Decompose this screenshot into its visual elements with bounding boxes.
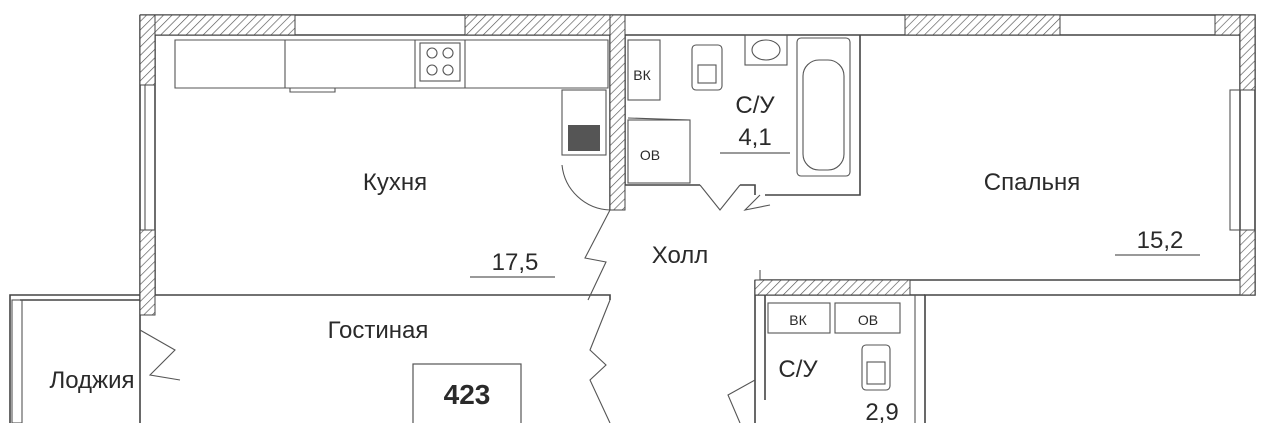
kitchen-furniture xyxy=(174,39,611,211)
hall-label: Холл xyxy=(652,242,709,269)
vk-shaft-label-2: ВК xyxy=(789,312,807,328)
bedroom-area: 15,2 xyxy=(1137,227,1184,254)
kitchen-label: Кухня xyxy=(363,169,427,196)
walls xyxy=(9,14,1256,423)
ov-shaft-label: ОВ xyxy=(640,147,660,163)
bedroom-label: Спальня xyxy=(984,169,1080,196)
sink-icon xyxy=(744,34,788,66)
toilet-icon xyxy=(691,44,723,91)
oven-icon xyxy=(561,89,607,156)
loggia-label: Лоджия xyxy=(49,367,134,394)
vk-shaft-label: ВК xyxy=(633,67,651,83)
stove-icon xyxy=(419,42,461,82)
bathtub-icon xyxy=(796,37,851,177)
bathroom1-area: 4,1 xyxy=(738,124,771,151)
bathroom2-label: С/У xyxy=(778,356,818,383)
bathroom2-fixtures xyxy=(767,295,916,423)
apartment-number: 423 xyxy=(444,379,491,410)
toilet-icon xyxy=(861,344,891,391)
bathroom2-area: 2,9 xyxy=(865,399,898,423)
ov-shaft-label-2: ОВ xyxy=(858,312,878,328)
apartment-number-box xyxy=(412,363,522,423)
living-label: Гостиная xyxy=(328,317,429,344)
kitchen-area: 17,5 xyxy=(492,249,539,276)
bathroom1-label: С/У xyxy=(735,92,775,119)
bathroom1-fixtures xyxy=(627,34,851,211)
doors xyxy=(139,209,761,423)
